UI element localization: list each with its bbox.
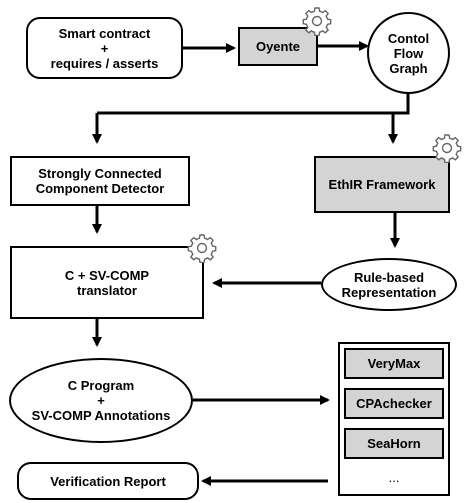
verifiers-stack: VeryMax CPAchecker SeaHorn ...	[338, 342, 450, 496]
scc-detector-node: Strongly Connected Component Detector	[10, 156, 190, 206]
translator-node: C + SV-COMP translator	[10, 246, 204, 319]
gear-icon	[432, 134, 462, 163]
c-program-node: C Program + SV-COMP Annotations	[9, 358, 193, 443]
verifier-verymax: VeryMax	[344, 348, 444, 379]
gear-icon	[302, 7, 332, 36]
arrow-cfg-split	[97, 94, 410, 115]
ethir-framework-node: EthIR Framework	[314, 156, 450, 213]
verifier-cpachecker: CPAchecker	[344, 388, 444, 419]
cfg-node: Contol Flow Graph	[367, 12, 450, 94]
verifier-seahorn: SeaHorn	[344, 428, 444, 459]
smart-contract-node: Smart contract + requires / asserts	[26, 17, 183, 79]
oyente-node: Oyente	[238, 27, 318, 66]
verifier-more: ...	[388, 469, 400, 485]
verification-report-node: Verification Report	[17, 462, 199, 500]
gear-icon	[187, 234, 217, 263]
rule-based-node: Rule-based Representation	[321, 258, 457, 311]
